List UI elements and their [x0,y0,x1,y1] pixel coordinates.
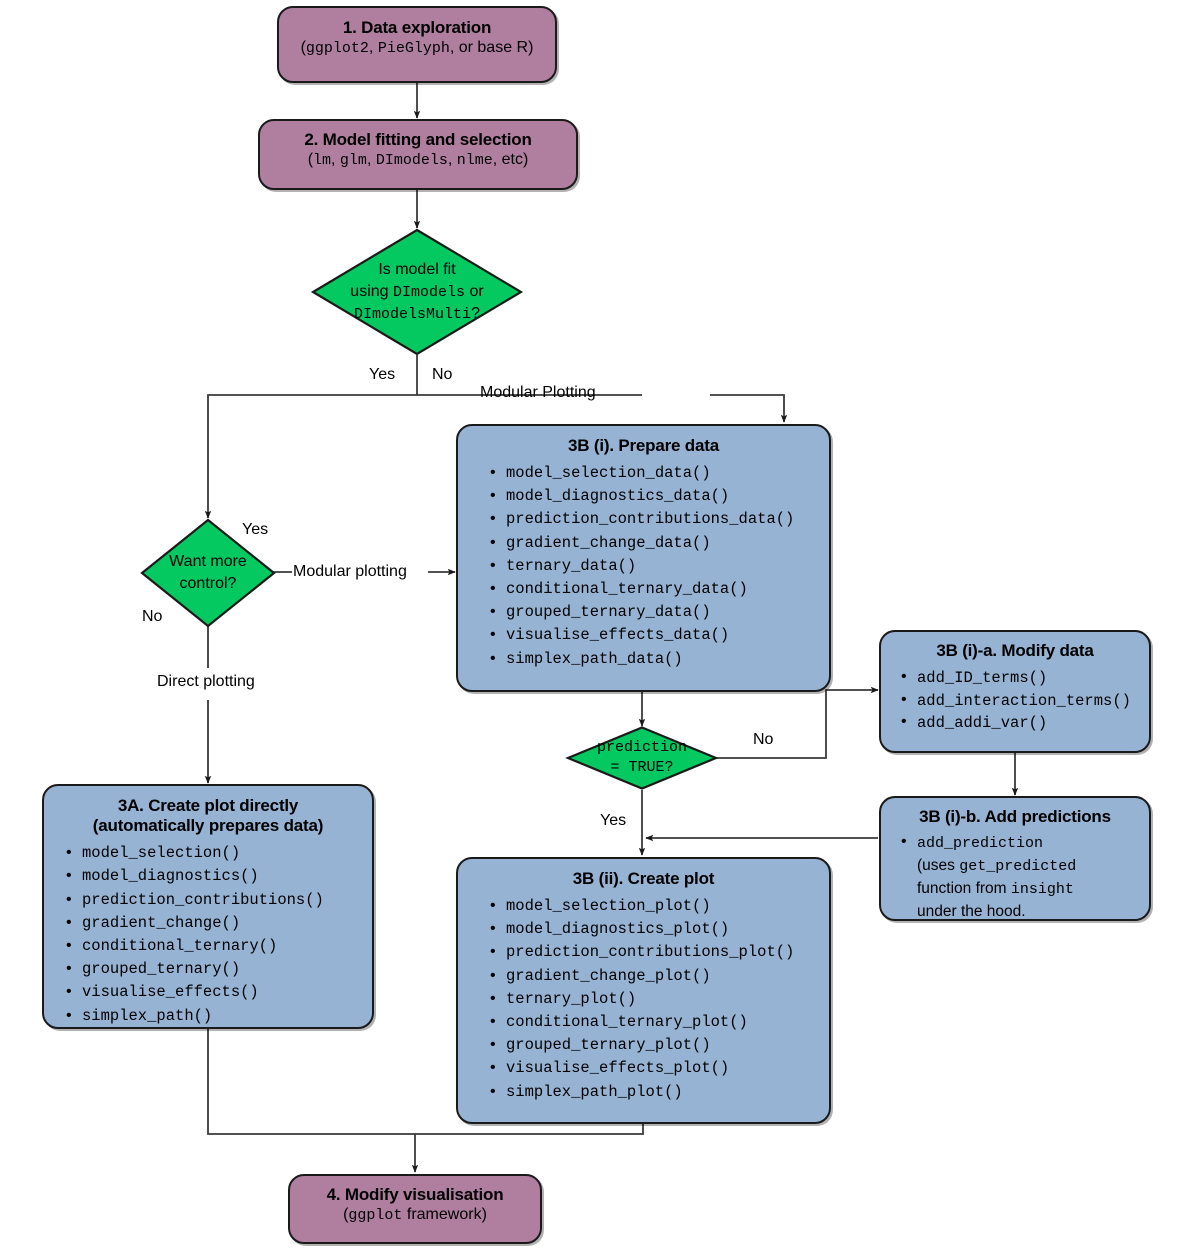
decision2-diamond-shape [140,518,276,628]
node-step3bia-function-list: add_ID_terms() add_interaction_terms() a… [889,666,1141,735]
list-item: model_diagnostics() [66,864,364,888]
edge-3bii-bottom [415,1124,644,1135]
node-step3bib-add-predictions[interactable]: 3B (i)-b. Add predictions add_prediction… [879,796,1151,921]
node-step2-subtitle: (lm, glm, DImodels, nlme, etc) [307,151,529,170]
list-item: conditional_ternary_plot() [490,1010,819,1034]
edge-label-direct-plotting: Direct plotting [157,673,255,690]
list-item: simplex_path_plot() [490,1080,819,1104]
list-item: visualise_effects_data() [490,623,819,647]
list-item: model_diagnostics_data() [490,484,819,508]
node-step4-modify-visualisation[interactable]: 4. Modify visualisation (ggplot framewor… [288,1174,542,1244]
list-item: ternary_data() [490,554,819,578]
list-item: conditional_ternary() [66,934,364,958]
node-step3bi-prepare-data[interactable]: 3B (i). Prepare data model_selection_dat… [456,424,831,692]
list-item: grouped_ternary() [66,957,364,981]
node-step1-title: 1. Data exploration [342,18,492,37]
list-item: simplex_path_data() [490,647,819,671]
edge-label-modular-plotting: Modular plotting [293,563,407,580]
edge-label-decision2-no: No [142,608,163,625]
node-decision3-prediction-true[interactable]: prediction = TRUE? [565,726,719,790]
node-step3bi-function-list: model_selection_data() model_diagnostics… [468,461,819,671]
list-item: conditional_ternary_data() [490,577,819,601]
list-item: add_interaction_terms() [901,689,1141,713]
edge-label-decision1-yes: Yes [369,366,396,383]
node-step3bii-title: 3B (ii). Create plot [572,869,715,888]
node-step2-title: 2. Model fitting and selection [304,130,532,149]
list-item: model_diagnostics_plot() [490,917,819,941]
list-item: visualise_effects() [66,980,364,1004]
decision1-diamond-shape [310,228,524,356]
decision2-label: Want more control? [169,553,247,592]
node-step2-model-fitting[interactable]: 2. Model fitting and selection (lm, glm,… [258,119,578,190]
list-item: gradient_change_plot() [490,964,819,988]
list-item: model_selection_data() [490,461,819,485]
decision3-diamond-shape [565,726,719,790]
node-decision1-model-fit[interactable]: Is model fit using DImodels or DImodelsM… [310,228,524,356]
node-step3bi-title: 3B (i). Prepare data [568,436,719,455]
list-item: prediction_contributions_data() [490,507,819,531]
edge-label-decision1-no: No [432,366,453,383]
node-step4-title: 4. Modify visualisation [326,1185,504,1204]
list-item: simplex_path() [66,1004,364,1028]
decision1-label: Is model fit using DImodels or DImodelsM… [350,260,484,323]
list-item: add_addi_var() [901,711,1141,735]
node-step3bib-title: 3B (i)-b. Add predictions [919,807,1111,826]
list-item: grouped_ternary_data() [490,600,819,624]
list-item: gradient_change_data() [490,531,819,555]
edge-label-decision2-yes: Yes [242,521,269,538]
node-step3bia-modify-data[interactable]: 3B (i)-a. Modify data add_ID_terms() add… [879,630,1151,753]
list-item: model_selection_plot() [490,894,819,918]
node-decision2-want-more-control[interactable]: Want more control? [140,518,276,628]
list-item: add_ID_terms() [901,666,1141,690]
edge-decision3-no [710,686,879,759]
node-step1-subtitle: (ggplot2, PieGlyph, or base R) [300,39,534,58]
node-step1-data-exploration[interactable]: 1. Data exploration (ggplot2, PieGlyph, … [277,6,557,83]
node-step3bib-function-list: add_prediction (uses get_predicted funct… [889,831,1141,923]
list-item: prediction_contributions() [66,887,364,912]
node-step3a-title-line2: (automatically prepares data) [92,816,324,836]
node-step3a-title: 3A. Create plot directly (automatically … [52,796,364,836]
list-item: grouped_ternary_plot() [490,1033,819,1057]
list-item: ternary_plot() [490,987,819,1011]
edge-label-decision3-no: No [753,731,774,748]
list-item: prediction_contributions_plot() [490,940,819,964]
edge-decision1-yes [204,394,417,519]
list-item: gradient_change() [66,911,364,935]
list-item: model_selection() [66,841,364,865]
edge-label-modular-plotting-caps: Modular Plotting [480,384,596,401]
edge-decision1-no-v [710,394,788,423]
node-step3a-title-line1: 3A. Create plot directly [117,796,299,815]
decision3-label: prediction = TRUE? [596,738,687,776]
node-step3bii-create-plot[interactable]: 3B (ii). Create plot model_selection_plo… [456,857,831,1124]
list-item: visualise_effects_plot() [490,1056,819,1080]
node-step3a-function-list: model_selection() model_diagnostics() pr… [52,841,364,1028]
node-step3bii-function-list: model_selection_plot() model_diagnostics… [468,894,819,1104]
node-step4-subtitle: (ggplot framework) [343,1206,487,1225]
node-step3bia-title: 3B (i)-a. Modify data [936,641,1094,660]
edge-label-decision3-yes: Yes [600,812,627,829]
list-item: add_prediction (uses get_predicted funct… [901,831,1141,923]
node-step3a-create-plot-directly[interactable]: 3A. Create plot directly (automatically … [42,784,374,1029]
edge-3a-bottom [207,1029,415,1135]
